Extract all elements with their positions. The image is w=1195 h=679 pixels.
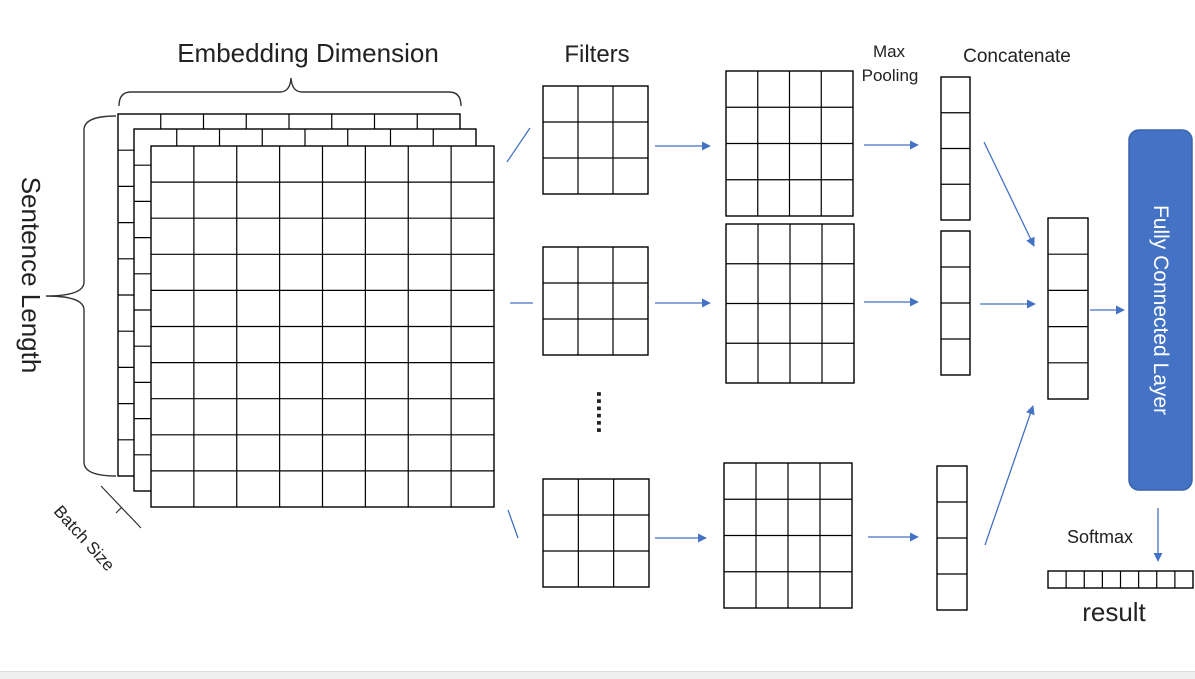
embedding-dimension-label: Embedding Dimension [177,38,439,68]
ellipsis-label: ...... [591,390,621,433]
pooled-vector-2 [940,230,971,376]
arrow-pool3-to-concat [984,405,1035,546]
feature-map-2 [725,223,855,384]
batch-size-label: Batch Size [50,502,118,575]
arrow-pool1-to-concat [983,141,1035,247]
result-label: result [1082,597,1146,627]
feature-map-3 [723,462,853,609]
embedding-matrix-front [150,145,495,508]
filter-grid-2-border [542,246,649,356]
connector-line-3 [507,509,519,539]
pooled-vector-1 [940,76,971,221]
filter-grid-1-border [542,85,649,195]
batch-size-brace [100,485,142,529]
feature-map-1 [725,70,854,217]
sentence-length-label: Sentence Length [16,177,46,374]
pooling-label: Pooling [862,66,919,85]
bottom-bar [0,671,1195,679]
pooled-vector-3 [936,465,968,611]
concatenated-vector-border [1047,217,1089,400]
embedding-dimension-brace [118,77,462,107]
fully-connected-layer [1128,129,1193,491]
filter-grid-1 [542,85,649,195]
filter-connectors [506,127,533,539]
sentence-length-brace [45,115,117,477]
softmax-label: Softmax [1067,527,1133,547]
filter-grid-2 [542,246,649,356]
concatenated-vector [1047,217,1089,400]
filter-grid-3-border [542,478,650,588]
embedding-matrix-stack [117,113,495,508]
arrows [655,140,1163,562]
fully-connected-layer-label: Fully Connected Layer [1149,205,1172,415]
connector-line-1 [506,127,531,163]
filters-label: Filters [564,41,629,68]
concatenate-label: Concatenate [963,46,1071,67]
result-vector [1047,570,1194,589]
max-label: Max [873,42,906,61]
filter-grid-3 [542,478,650,588]
